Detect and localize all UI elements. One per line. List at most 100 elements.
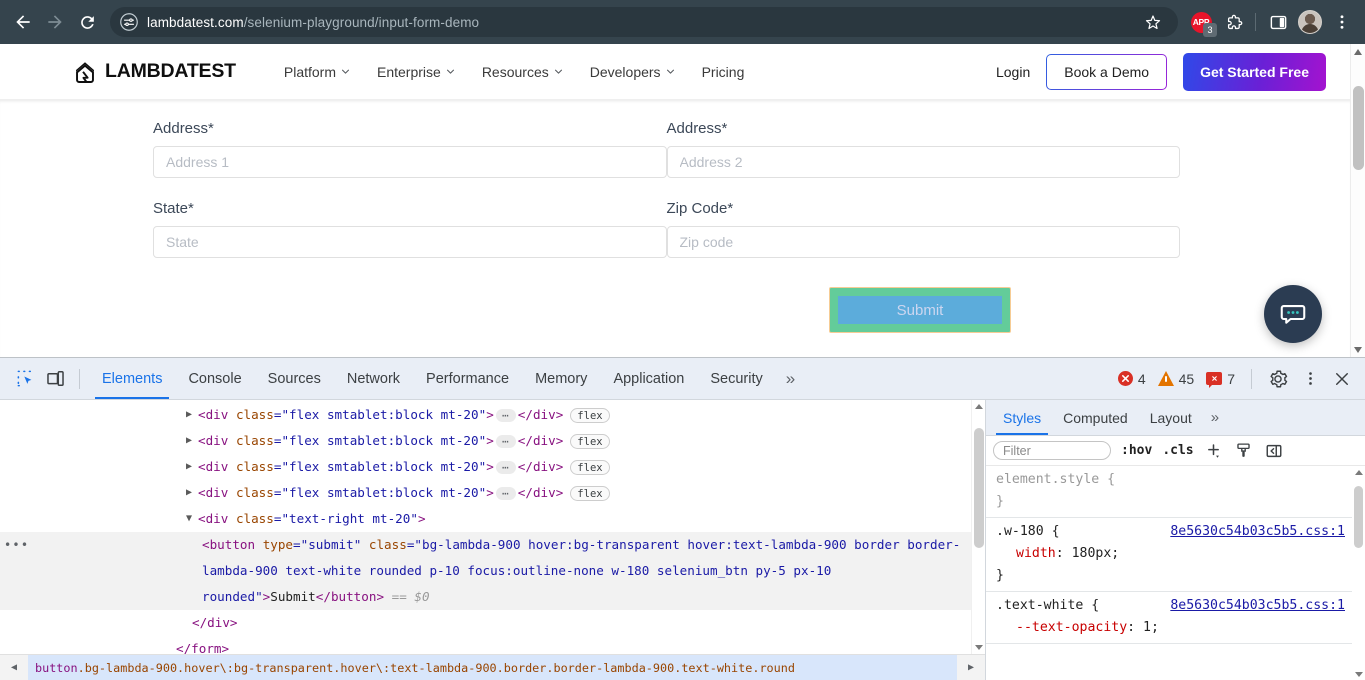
dom-row[interactable]: ▶ <div class="flex smtablet:block mt-20"…	[0, 402, 985, 428]
flex-badge[interactable]: flex	[570, 408, 610, 423]
reload-button[interactable]	[72, 7, 102, 37]
input-zipcode[interactable]	[666, 226, 1180, 258]
nav-item-resources[interactable]: Resources	[482, 64, 563, 80]
flex-badge[interactable]: flex	[570, 460, 610, 475]
login-link[interactable]: Login	[995, 63, 1031, 80]
chrome-menu-button[interactable]	[1327, 7, 1357, 37]
breadcrumb-scroll-left-button[interactable]: ◀	[10, 662, 18, 673]
dom-row-close-form[interactable]: ▶ </form>	[0, 636, 985, 654]
rule-source-link[interactable]: 8e5630c54b03c5b5.css:1	[1170, 524, 1345, 539]
expand-triangle-icon[interactable]: ▶	[186, 487, 193, 498]
page-scrollbar-thumb[interactable]	[1353, 86, 1364, 170]
style-rule-element-style[interactable]: element.style { }	[986, 466, 1365, 518]
expand-ellipsis-button[interactable]: ⋯	[495, 487, 516, 500]
inspect-element-button[interactable]	[10, 364, 40, 394]
side-panel-button[interactable]	[1263, 7, 1293, 37]
tab-styles[interactable]: Styles	[992, 400, 1052, 435]
more-tabs-button[interactable]: »	[785, 368, 796, 388]
tab-memory[interactable]: Memory	[535, 370, 588, 387]
nav-item-developers[interactable]: Developers	[590, 64, 675, 80]
tab-computed[interactable]: Computed	[1063, 409, 1128, 426]
styles-rules-list[interactable]: element.style { } .w-180 { 8e5630c54b03c…	[986, 466, 1365, 680]
devtools-more-button[interactable]	[1295, 364, 1325, 394]
site-logo[interactable]: LAMBDATEST	[72, 59, 236, 85]
page-scrollbar[interactable]	[1350, 44, 1365, 357]
error-counter[interactable]: 4	[1113, 371, 1151, 387]
input-address2[interactable]	[666, 146, 1180, 178]
new-style-rule-button[interactable]	[1204, 441, 1224, 461]
tab-console[interactable]: Console	[188, 370, 242, 387]
element-classes-button[interactable]: .cls	[1162, 443, 1194, 458]
book-demo-button[interactable]: Book a Demo	[1046, 54, 1167, 90]
nav-item-pricing[interactable]: Pricing	[702, 64, 745, 80]
expand-triangle-icon[interactable]: ▶	[186, 435, 193, 446]
tune-settings-icon[interactable]	[120, 13, 138, 31]
more-styles-tabs-button[interactable]: »	[1210, 409, 1219, 426]
extensions-button[interactable]	[1218, 7, 1248, 37]
styles-scrollbar-thumb[interactable]	[1354, 486, 1363, 548]
dom-row-close-div[interactable]: ▶ </div>	[0, 610, 985, 636]
scroll-up-icon[interactable]	[972, 400, 986, 413]
rule-selector[interactable]: .w-180	[996, 524, 1044, 539]
breadcrumb-selected-node[interactable]: button.bg-lambda-900.hover\:bg-transpare…	[28, 655, 957, 680]
property-value[interactable]: 1;	[1143, 620, 1159, 635]
extension-badge[interactable]: APP 3	[1188, 9, 1217, 37]
scroll-down-icon[interactable]	[1352, 668, 1365, 680]
property-name[interactable]: --text-opacity	[1016, 620, 1128, 635]
rule-selector[interactable]: .text-white	[996, 598, 1084, 613]
dom-tree[interactable]: ▶ <div class="flex smtablet:block mt-20"…	[0, 400, 985, 654]
back-button[interactable]	[8, 7, 38, 37]
rule-selector[interactable]: element.style	[996, 472, 1100, 487]
expand-triangle-icon[interactable]: ▶	[186, 461, 193, 472]
tab-sources[interactable]: Sources	[267, 370, 321, 387]
styles-scrollbar[interactable]	[1352, 466, 1365, 680]
chat-widget-button[interactable]	[1264, 285, 1322, 343]
breadcrumb-scroll-right-button[interactable]: ▶	[967, 662, 975, 673]
dom-row-open-div[interactable]: ▼ <div class="text-right mt-20">	[0, 506, 985, 532]
collapse-triangle-icon[interactable]: ▼	[186, 513, 193, 524]
input-state[interactable]	[153, 226, 667, 258]
warning-counter[interactable]: 45	[1153, 371, 1200, 387]
scroll-up-icon[interactable]	[1351, 44, 1365, 59]
dom-row[interactable]: ▶ <div class="flex smtablet:block mt-20"…	[0, 454, 985, 480]
dom-row[interactable]: ▶ <div class="flex smtablet:block mt-20"…	[0, 480, 985, 506]
address-bar[interactable]: lambdatest.com/selenium-playground/input…	[110, 7, 1178, 37]
rule-source-link[interactable]: 8e5630c54b03c5b5.css:1	[1170, 598, 1345, 613]
styles-filter-input[interactable]	[993, 441, 1111, 460]
property-value[interactable]: 180px;	[1071, 546, 1120, 561]
devtools-close-button[interactable]	[1327, 364, 1357, 394]
forward-button[interactable]	[40, 7, 70, 37]
submit-button[interactable]: Submit	[838, 296, 1002, 324]
scroll-down-icon[interactable]	[1351, 342, 1365, 357]
flex-badge[interactable]: flex	[570, 434, 610, 449]
style-rule-w180[interactable]: .w-180 { 8e5630c54b03c5b5.css:1 width: 1…	[986, 518, 1365, 592]
tab-network[interactable]: Network	[346, 370, 401, 387]
expand-ellipsis-button[interactable]: ⋯	[495, 409, 516, 422]
property-name[interactable]: width	[1016, 546, 1056, 561]
tab-application[interactable]: Application	[613, 370, 685, 387]
nav-item-enterprise[interactable]: Enterprise	[377, 64, 455, 80]
node-more-options-icon[interactable]: •••	[4, 538, 30, 552]
force-state-button[interactable]: :hov	[1121, 443, 1153, 458]
tab-elements[interactable]: Elements	[89, 358, 175, 399]
bookmark-button[interactable]	[1140, 9, 1166, 35]
device-toolbar-button[interactable]	[40, 364, 70, 394]
input-address1[interactable]	[153, 146, 667, 178]
computed-style-sidebar-button[interactable]	[1234, 441, 1254, 461]
scroll-up-icon[interactable]	[1352, 466, 1365, 478]
get-started-free-button[interactable]: Get Started Free	[1183, 52, 1326, 91]
devtools-settings-button[interactable]	[1263, 364, 1293, 394]
tab-layout[interactable]: Layout	[1149, 409, 1192, 426]
nav-item-platform[interactable]: Platform	[284, 64, 350, 80]
toggle-sidebar-button[interactable]	[1264, 441, 1284, 461]
expand-ellipsis-button[interactable]: ⋯	[495, 435, 516, 448]
scroll-down-icon[interactable]	[972, 641, 986, 654]
tab-security[interactable]: Security	[710, 370, 763, 387]
extension-badge-button[interactable]: APP 3	[1186, 7, 1217, 37]
expand-ellipsis-button[interactable]: ⋯	[495, 461, 516, 474]
message-counter[interactable]: 7	[1201, 371, 1240, 388]
tab-performance[interactable]: Performance	[426, 370, 510, 387]
dom-row-selected-button[interactable]: ••• <button type="submit" class="bg-lamb…	[0, 532, 985, 610]
expand-triangle-icon[interactable]: ▶	[186, 409, 193, 420]
dom-row[interactable]: ▶ <div class="flex smtablet:block mt-20"…	[0, 428, 985, 454]
